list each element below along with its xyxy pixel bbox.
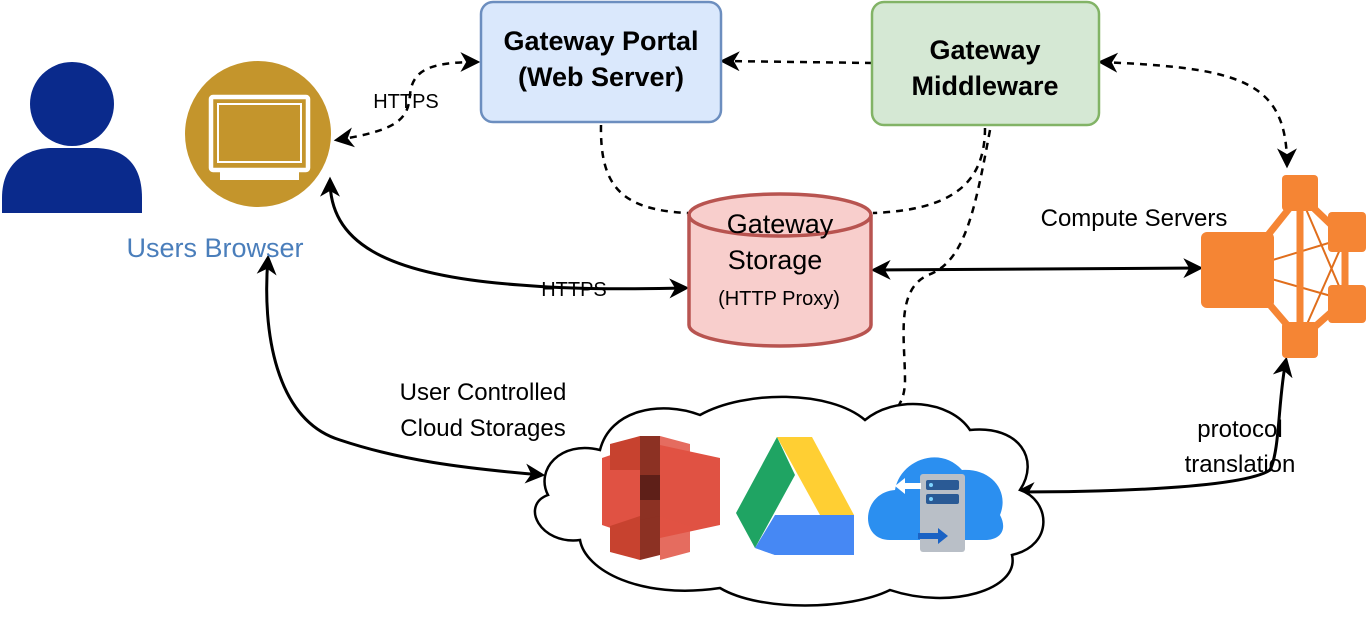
azure-cloud-storage-icon [868,457,1004,552]
edge-browser-portal [333,52,481,148]
gateway-middleware-title-line2: Middleware [911,71,1058,101]
monitor-icon [185,61,331,207]
protocol-translation-label-line1: protocol [1197,416,1282,443]
google-drive-icon [736,437,854,555]
gateway-storage-title-line1: Gateway [727,209,834,239]
gateway-portal-node: Gateway Portal (Web Server) [479,0,723,124]
gateway-storage-node: Gateway Storage (HTTP Proxy) [687,192,873,348]
gateway-portal-title-line1: Gateway Portal [503,26,698,56]
user-icon [2,62,142,213]
edge-storage-compute [870,258,1204,280]
compute-cluster-icon [1201,175,1366,358]
gateway-storage-title-line3: (HTTP Proxy) [718,288,840,310]
users-browser-label: Users Browser [126,233,303,263]
gateway-portal-title-line2: (Web Server) [518,62,684,92]
cloud-storages-label-line1: User Controlled [400,379,567,406]
cloud-storage-group [533,395,1045,607]
edge-browser-storage [320,176,690,299]
edge-middleware-portal [719,51,873,72]
edge-compute-cloud [1014,356,1293,502]
cloud-storages-label-line2: Cloud Storages [400,415,565,442]
edge-browser-cloud [256,254,546,484]
edge-middleware-cloud [879,129,992,420]
edge-middleware-compute [1097,52,1297,169]
compute-servers-label: Compute Servers [1041,205,1228,232]
gateway-middleware-title-line1: Gateway [929,35,1040,65]
edge-middleware-storage [872,127,987,215]
https-storage-label: HTTPS [541,279,607,301]
gateway-middleware-node: Gateway Middleware [870,0,1101,127]
edges [256,51,1297,502]
edge-portal-storage [599,124,689,215]
https-portal-label: HTTPS [373,91,439,113]
gateway-storage-title-line2: Storage [728,245,823,275]
aws-s3-icon [602,436,720,560]
protocol-translation-label-line2: translation [1185,451,1296,478]
